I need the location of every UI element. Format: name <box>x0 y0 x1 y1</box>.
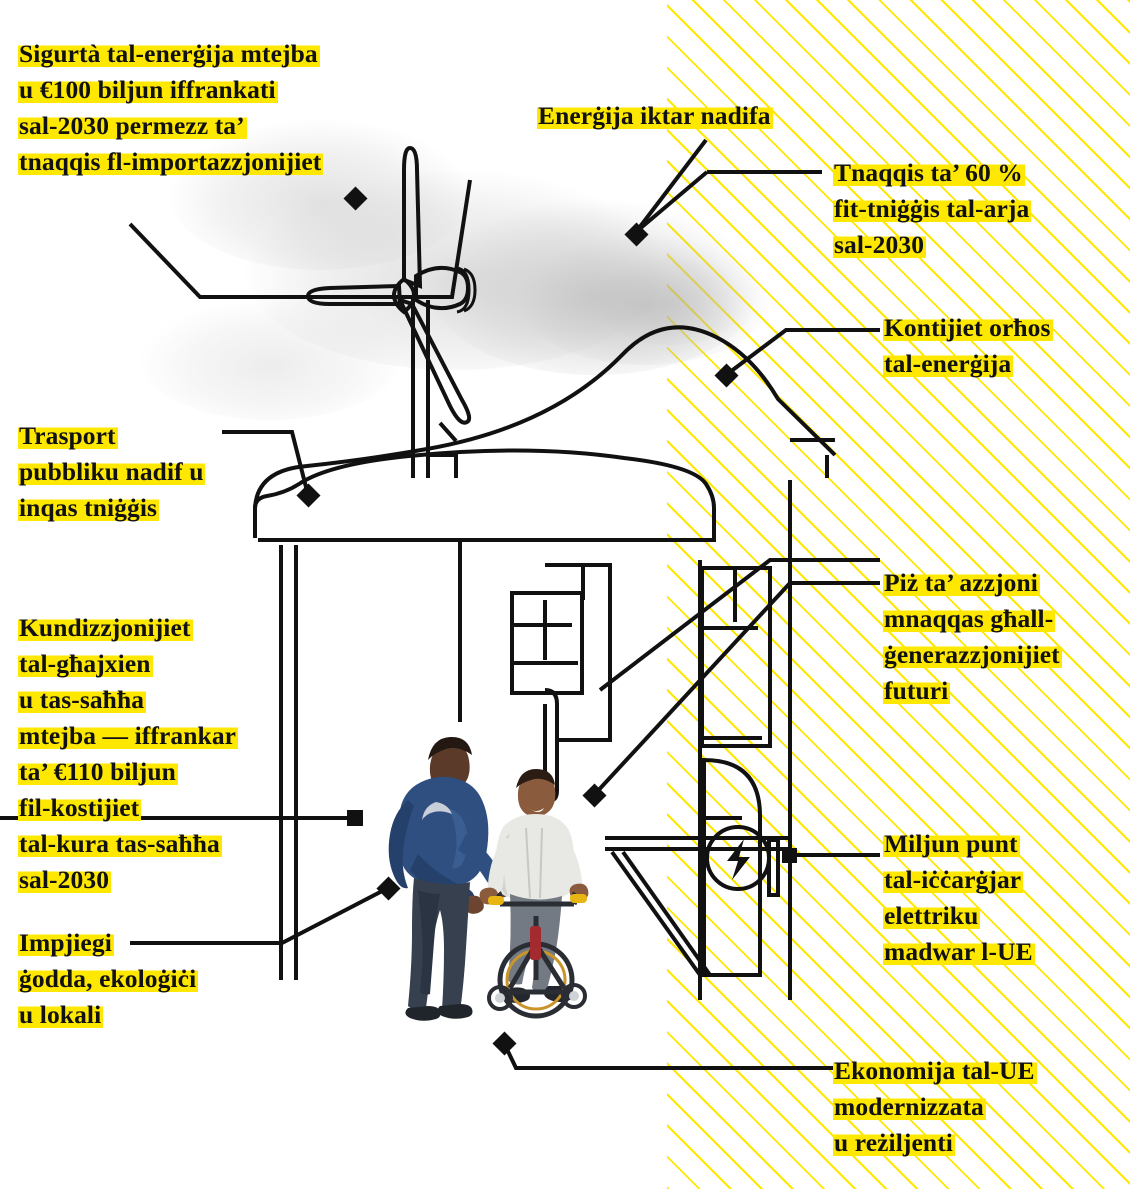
label-line: sal-2030 <box>833 230 927 259</box>
public-transport-label: Trasport pubbliku nadif u inqas tniġġis <box>18 418 248 526</box>
leader-cheaper-bills <box>724 328 880 377</box>
lightning-bolt-icon <box>727 839 750 880</box>
label-line: inqas tniġġis <box>18 493 160 522</box>
leader-marker <box>296 483 321 508</box>
leader-future-generations <box>592 581 880 797</box>
leader-marker <box>782 848 797 863</box>
label-line: Enerġija iktar nadifa <box>537 101 773 130</box>
label-line: tal-enerġija <box>883 349 1014 378</box>
label-line: Kundizzjonijiet <box>18 613 193 642</box>
solar-panel-body <box>510 591 584 695</box>
label-line: Trasport <box>18 421 118 450</box>
label-line: sal-2030 <box>18 865 112 894</box>
leader-marker <box>492 1031 517 1056</box>
charging-points-label: Miljun punt tal-iċċarġjar elettriku madw… <box>883 826 1130 970</box>
label-line: Impjiegi <box>18 928 114 957</box>
charging-station-lower <box>702 757 762 977</box>
label-line: tnaqqis fl-importazzjonijiet <box>18 147 324 176</box>
leader-public-transport <box>222 430 310 496</box>
green-jobs-label: Impjiegi ġodda, ekoloġiċi u lokali <box>18 925 258 1033</box>
label-line: Miljun punt <box>883 829 1020 858</box>
label-line: madwar l-UE <box>883 937 1035 966</box>
label-line: sal-2030 permezz ta’ <box>18 111 247 140</box>
right-strut <box>598 558 880 692</box>
label-line: tal-kura tas-saħħa <box>18 829 222 858</box>
label-line: fit-tniġġis tal-arja <box>833 194 1032 223</box>
air-pollution-label: Tnaqqis ta’ 60 % fit-tniġġis tal-arja sa… <box>833 155 1123 263</box>
turbine-nacelle <box>414 265 471 311</box>
label-line: u €100 biljun iffrankati <box>18 75 278 104</box>
turbine-blade-lower <box>396 296 472 425</box>
label-line: tal-għajxien <box>18 649 153 678</box>
label-line: mnaqqas għall- <box>883 604 1056 633</box>
label-line: elettriku <box>883 901 981 930</box>
label-line: tal-iċċarġjar <box>883 865 1024 894</box>
label-line: u tas-saħħa <box>18 685 147 714</box>
leader-marker <box>347 810 363 826</box>
label-line: Ekonomija tal-UE <box>833 1056 1037 1085</box>
leader-cleaner-energy <box>634 138 708 234</box>
leader-modern-economy <box>502 1042 836 1070</box>
label-line: u lokali <box>18 1000 104 1029</box>
label-line: fil-kostijiet <box>18 793 142 822</box>
label-line: modernizzata <box>833 1092 986 1121</box>
leader-energy-security <box>128 179 472 299</box>
leader-marker <box>343 186 368 211</box>
cheaper-energy-bills-label: Kontijiet orħos tal-enerġija <box>883 310 1130 382</box>
label-line: u reżiljenti <box>833 1128 955 1157</box>
cleaner-energy-label: Enerġija iktar nadifa <box>537 98 837 134</box>
label-line: Tnaqqis ta’ 60 % <box>833 158 1025 187</box>
label-line: pubbliku nadif u <box>18 457 206 486</box>
leader-green-jobs <box>130 886 389 945</box>
modern-economy-label: Ekonomija tal-UE modernizzata u reżiljen… <box>833 1053 1113 1161</box>
turbine-blade-up <box>402 145 423 289</box>
label-line: mtejba — iffrankar <box>18 721 239 750</box>
house-roof-curve <box>253 325 837 509</box>
bus-dome-top <box>253 448 716 509</box>
living-conditions-label: Kundizzjonijiet tal-għajxien u tas-saħħa… <box>18 610 288 898</box>
label-line: Kontijiet orħos <box>883 313 1053 342</box>
solar-panel-frame <box>545 563 612 742</box>
man-and-boy-on-bicycle-photo <box>378 730 618 1025</box>
bench-leg <box>610 850 702 977</box>
label-line: ġodda, ekoloġiċi <box>18 964 199 993</box>
label-line: ġenerazzjonijiet <box>883 640 1062 669</box>
label-line: Piż ta’ azzjoni <box>883 568 1040 597</box>
energy-security-label: Sigurtà tal-enerġija mtejba u €100 bilju… <box>18 36 418 180</box>
future-generations-label: Piż ta’ azzjoni mnaqqas għall- ġenerazzj… <box>883 565 1130 709</box>
label-line: ta’ €110 biljun <box>18 757 178 786</box>
label-line: Sigurtà tal-enerġija mtejba <box>18 39 320 68</box>
label-line: futuri <box>883 676 951 705</box>
